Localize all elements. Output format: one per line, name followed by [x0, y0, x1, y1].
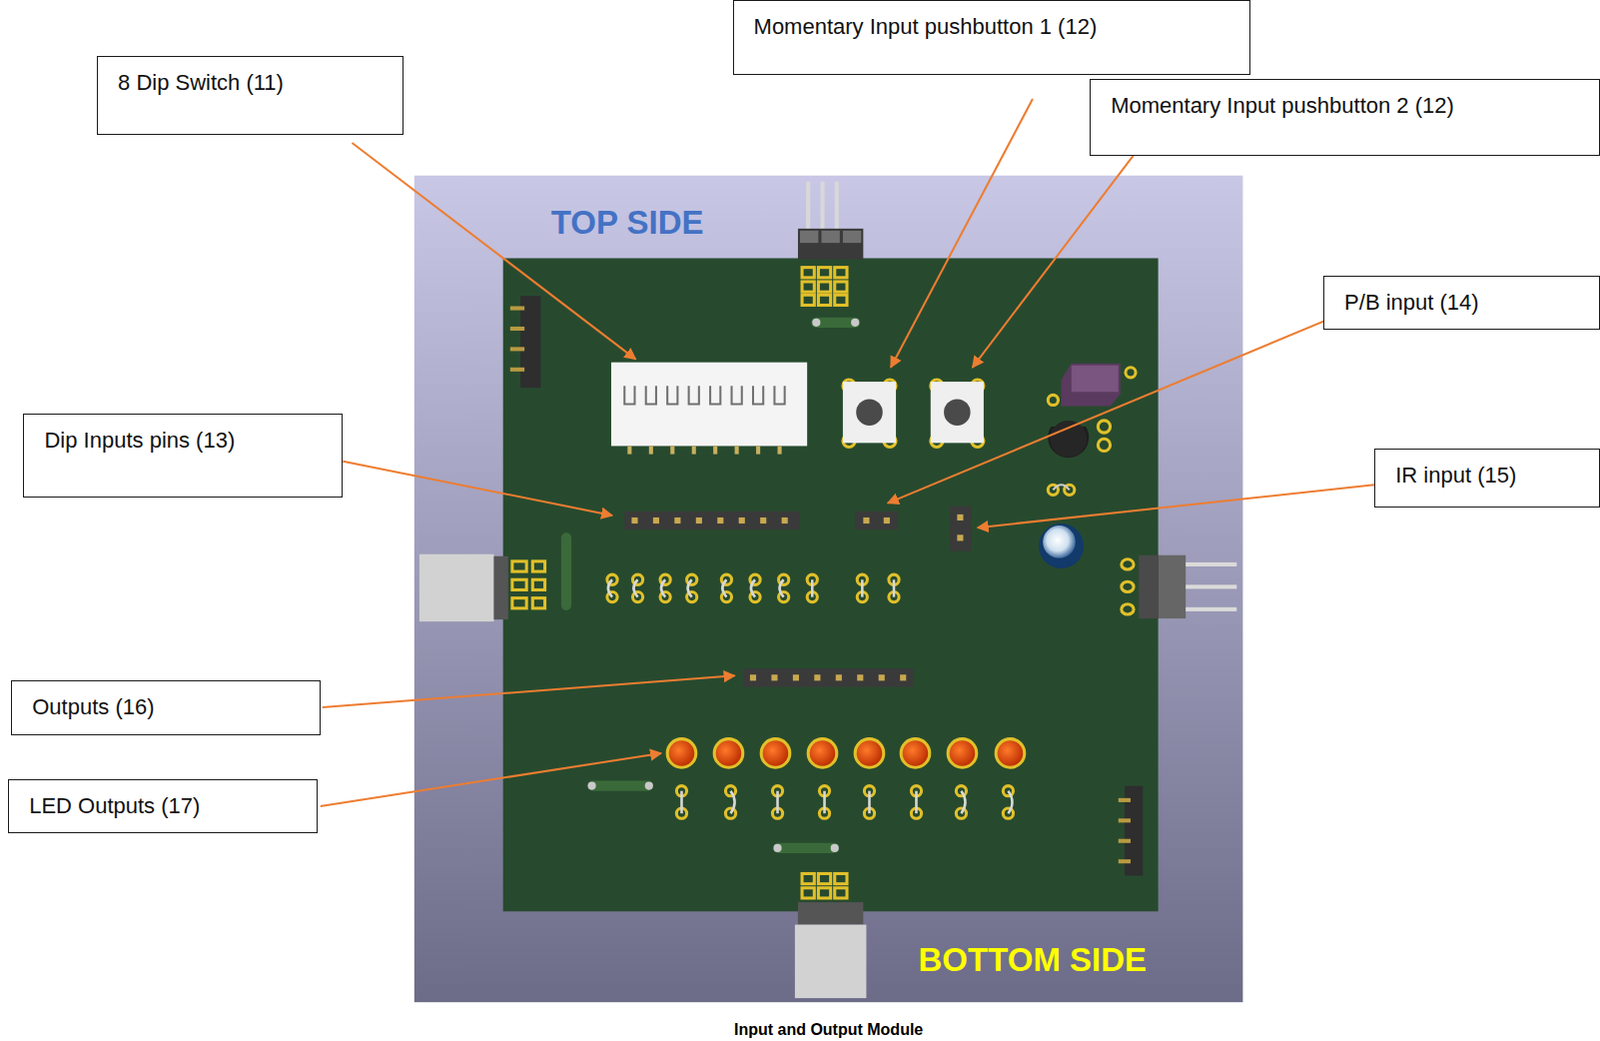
- caption: Input and Output Module: [734, 1020, 923, 1039]
- callout-box: Dip Inputs pins (13): [22, 413, 343, 498]
- callout-text: P/B input (14): [1344, 288, 1480, 318]
- side-label: TOP SIDE: [551, 203, 705, 242]
- callout-box: IR input (15): [1374, 448, 1600, 508]
- leader-lines: [320, 98, 1375, 806]
- side-label: BOTTOM SIDE: [918, 940, 1148, 979]
- callout-text: IR input (15): [1395, 461, 1517, 491]
- callout-box: 8 Dip Switch (11): [96, 55, 404, 135]
- callout-text: 8 Dip Switch (11): [117, 68, 284, 98]
- callout-text: LED Outputs (17): [28, 792, 200, 821]
- callout-text: Outputs (16): [31, 693, 154, 723]
- callout-text: Momentary Input pushbutton 2 (12): [1110, 91, 1455, 121]
- callout-box: P/B input (14): [1323, 275, 1600, 331]
- callout-box: LED Outputs (17): [7, 779, 318, 834]
- callout-box: Momentary Input pushbutton 2 (12): [1089, 78, 1600, 157]
- callout-text: Dip Inputs pins (13): [43, 426, 235, 456]
- callout-box: Outputs (16): [10, 680, 321, 736]
- callout-box: Momentary Input pushbutton 1 (12): [733, 0, 1251, 75]
- callout-text: Momentary Input pushbutton 1 (12): [754, 12, 1098, 42]
